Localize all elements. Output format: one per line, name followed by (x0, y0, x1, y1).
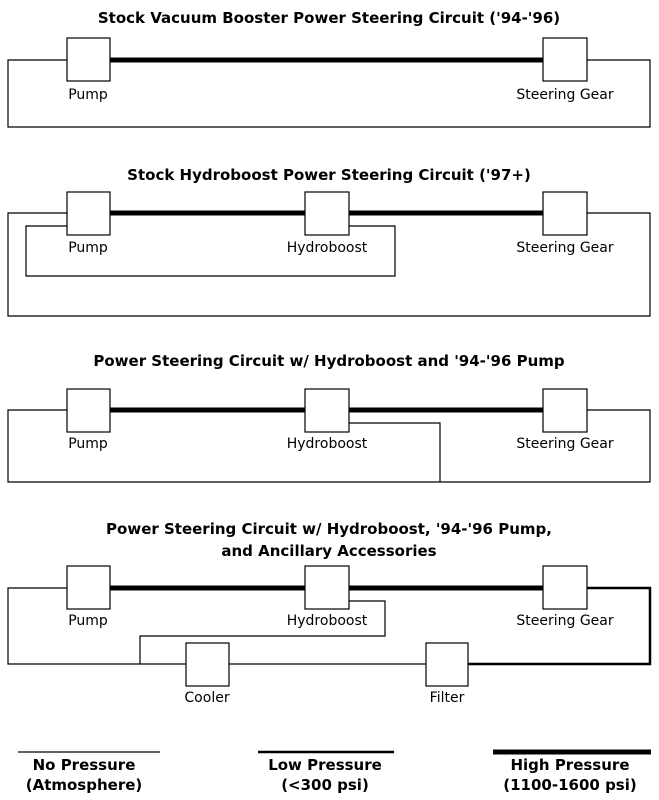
diagram-2-pump-label: Pump (68, 240, 108, 256)
diagram-1: Stock Vacuum Booster Power Steering Circ… (7, 9, 651, 128)
diagram-4-pump-box (66, 565, 111, 610)
diagram-2-hydroboost-label: Hydroboost (287, 240, 368, 256)
diagram-2-pump-box (66, 191, 111, 236)
diagram-4-hydroboost-box (304, 565, 350, 610)
diagram-3-pump-box (66, 388, 111, 433)
diagram-2: Stock Hydroboost Power Steering Circuit … (7, 166, 651, 317)
diagram-2-steering-gear-box (542, 191, 588, 236)
legend-low-pressure-sublabel: (<300 psi) (281, 776, 369, 794)
diagram-4-hydroboost-return-line (139, 600, 386, 664)
diagram-3-steering-gear-box (542, 388, 588, 433)
diagram-3-title: Power Steering Circuit w/ Hydroboost and… (93, 352, 565, 370)
diagram-3-hydroboost-return-line (349, 422, 441, 482)
diagram-2-steering-gear-label: Steering Gear (516, 240, 613, 256)
legend-no-pressure-sublabel: (Atmosphere) (26, 776, 143, 794)
diagram-1-steering-gear-label: Steering Gear (516, 87, 613, 103)
diagram-4-steering-gear-label: Steering Gear (516, 613, 613, 629)
legend: No Pressure (Atmosphere) Low Pressure (<… (18, 749, 651, 794)
diagram-2-outer-return-line (7, 212, 651, 317)
diagram-3-steering-gear-label: Steering Gear (516, 436, 613, 452)
diagram-4-cooler-label: Cooler (184, 690, 229, 706)
diagram-4-hydroboost-label: Hydroboost (287, 613, 368, 629)
diagram-4-pump-label: Pump (68, 613, 108, 629)
diagram-4-cooler-to-pump-line (7, 587, 186, 665)
legend-high-pressure-label: High Pressure (510, 756, 629, 774)
diagram-3-hydroboost-label: Hydroboost (287, 436, 368, 452)
diagram-4-filter-label: Filter (430, 690, 465, 706)
diagram-2-title: Stock Hydroboost Power Steering Circuit … (127, 166, 531, 184)
legend-no-pressure-label: No Pressure (33, 756, 136, 774)
diagram-4-title-line-2: and Ancillary Accessories (221, 542, 436, 560)
diagram-4-steering-gear-box (542, 565, 588, 610)
legend-high-pressure-sublabel: (1100-1600 psi) (503, 776, 636, 794)
diagram-4: Power Steering Circuit w/ Hydroboost, '9… (7, 520, 652, 706)
diagram-1-steering-gear-box (542, 37, 588, 82)
diagram-2-hydroboost-box (304, 191, 350, 236)
diagram-1-pump-box (66, 37, 111, 82)
diagram-4-title-line-1: Power Steering Circuit w/ Hydroboost, '9… (106, 520, 552, 538)
diagram-3-return-line (7, 409, 651, 483)
diagram-1-title: Stock Vacuum Booster Power Steering Circ… (98, 9, 560, 27)
diagram-1-pump-label: Pump (68, 87, 108, 103)
diagram-3-pump-label: Pump (68, 436, 108, 452)
diagram-3-hydroboost-box (304, 388, 350, 433)
diagram-4-cooler-box (185, 642, 230, 687)
diagram-4-gear-to-filter-line (468, 586, 652, 666)
diagram-4-filter-box (425, 642, 469, 687)
diagram-2-inner-return-line (25, 225, 396, 277)
diagram-1-return-line (7, 59, 651, 128)
diagram-3: Power Steering Circuit w/ Hydroboost and… (7, 352, 651, 483)
legend-low-pressure-label: Low Pressure (268, 756, 382, 774)
